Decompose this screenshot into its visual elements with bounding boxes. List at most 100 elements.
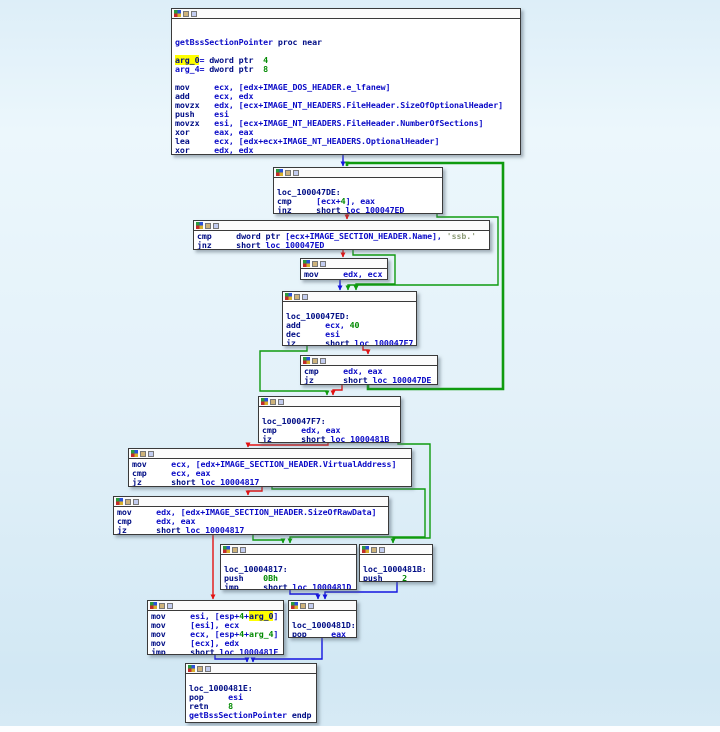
asm-line: mov [ecx], edx <box>151 638 240 648</box>
edge-b2-b5 <box>345 214 499 291</box>
node-group-icon[interactable] <box>140 450 146 457</box>
edge-b7-b11 <box>390 443 431 544</box>
node-color-palette-icon[interactable] <box>196 222 203 229</box>
node-text-view-icon[interactable] <box>320 357 326 364</box>
node-disassembly: mov edx, [edx+IMAGE_SECTION_HEADER.SizeO… <box>114 507 388 535</box>
node-titlebar[interactable] <box>148 601 283 611</box>
node-text-view-icon[interactable] <box>278 398 284 405</box>
node-color-palette-icon[interactable] <box>303 357 310 364</box>
canvas-bottom-edge <box>0 726 720 732</box>
edge-b5-b7 <box>259 346 330 396</box>
edge-b3-b5 <box>352 250 396 291</box>
node-titlebar[interactable] <box>129 449 411 459</box>
edge-b6-b7 <box>330 385 343 396</box>
asm-line <box>175 20 517 29</box>
node-color-palette-icon[interactable] <box>261 398 268 405</box>
entry-block[interactable]: getBssSectionPointer proc near arg_0= dw… <box>171 8 521 155</box>
asm-line: arg_4= dword ptr 8 <box>175 64 269 74</box>
block-sizeofrawdata[interactable]: mov edx, [edx+IMAGE_SECTION_HEADER.SizeO… <box>113 496 389 535</box>
node-text-view-icon[interactable] <box>320 260 326 267</box>
node-group-icon[interactable] <box>270 398 276 405</box>
node-text-view-icon[interactable] <box>148 450 154 457</box>
node-color-palette-icon[interactable] <box>223 546 230 553</box>
node-titlebar[interactable] <box>186 664 316 674</box>
node-group-icon[interactable] <box>205 222 211 229</box>
node-titlebar[interactable] <box>360 545 432 555</box>
edge-b12-b14 <box>214 655 250 663</box>
node-text-view-icon[interactable] <box>133 498 139 505</box>
node-text-view-icon[interactable] <box>308 602 314 609</box>
node-titlebar[interactable] <box>283 292 416 302</box>
node-color-palette-icon[interactable] <box>131 450 138 457</box>
block-virtualaddress[interactable]: mov ecx, [edx+IMAGE_SECTION_HEADER.Virtu… <box>128 448 412 487</box>
block-loc-1000481D[interactable]: loc_1000481D:pop eax <box>288 600 357 638</box>
node-group-icon[interactable] <box>312 260 318 267</box>
node-disassembly: mov edx, ecx <box>301 269 387 279</box>
asm-line: cmp [ecx+4], eax <box>277 196 375 206</box>
node-group-icon[interactable] <box>125 498 131 505</box>
node-group-icon[interactable] <box>312 357 318 364</box>
block-mov-edx-ecx[interactable]: mov edx, ecx <box>300 258 388 280</box>
node-text-view-icon[interactable] <box>302 293 308 300</box>
node-group-icon[interactable] <box>285 169 291 176</box>
node-text-view-icon[interactable] <box>379 546 385 553</box>
node-color-palette-icon[interactable] <box>303 260 310 267</box>
node-color-palette-icon[interactable] <box>285 293 292 300</box>
node-text-view-icon[interactable] <box>213 222 219 229</box>
asm-line: add ecx, 40 <box>286 320 360 330</box>
node-titlebar[interactable] <box>221 545 356 555</box>
node-color-palette-icon[interactable] <box>174 10 181 17</box>
node-group-icon[interactable] <box>197 665 203 672</box>
node-text-view-icon[interactable] <box>205 665 211 672</box>
node-group-icon[interactable] <box>232 546 238 553</box>
node-color-palette-icon[interactable] <box>362 546 369 553</box>
asm-line: mov [esi], ecx <box>151 620 240 630</box>
node-color-palette-icon[interactable] <box>116 498 123 505</box>
node-color-palette-icon[interactable] <box>291 602 298 609</box>
node-group-icon[interactable] <box>294 293 300 300</box>
asm-line: cmp edx, eax <box>262 425 341 435</box>
node-text-view-icon[interactable] <box>240 546 246 553</box>
node-text-view-icon[interactable] <box>293 169 299 176</box>
asm-line: push esi <box>175 109 229 119</box>
asm-line: xor eax, eax <box>175 127 254 137</box>
node-titlebar[interactable] <box>194 221 489 231</box>
node-disassembly: getBssSectionPointer proc near arg_0= dw… <box>172 19 520 154</box>
asm-line: loc_1000481B: <box>363 564 427 574</box>
node-disassembly: loc_1000481D:pop eax <box>289 611 356 638</box>
asm-line: cmp edx, eax <box>304 366 383 376</box>
node-titlebar[interactable] <box>114 497 388 507</box>
block-loc-1000481B[interactable]: loc_1000481B:push 2 <box>359 544 433 582</box>
node-group-icon[interactable] <box>371 546 377 553</box>
asm-line: jmp short loc_1000481D <box>224 582 352 590</box>
node-titlebar[interactable] <box>301 356 437 366</box>
node-color-palette-icon[interactable] <box>150 602 157 609</box>
asm-line: mov ecx, [esp+4+arg_4] <box>151 629 279 639</box>
node-titlebar[interactable] <box>172 9 520 19</box>
block-cmp-section-name[interactable]: cmp dword ptr [ecx+IMAGE_SECTION_HEADER.… <box>193 220 490 250</box>
node-text-view-icon[interactable] <box>191 10 197 17</box>
asm-line: loc_1000481E: <box>189 683 253 693</box>
node-titlebar[interactable] <box>289 601 356 611</box>
node-text-view-icon[interactable] <box>167 602 173 609</box>
node-titlebar[interactable] <box>301 259 387 269</box>
node-titlebar[interactable] <box>274 168 442 178</box>
asm-line: add ecx, edx <box>175 91 254 101</box>
node-color-palette-icon[interactable] <box>276 169 283 176</box>
node-group-icon[interactable] <box>159 602 165 609</box>
node-group-icon[interactable] <box>183 10 189 17</box>
node-titlebar[interactable] <box>259 397 400 407</box>
node-color-palette-icon[interactable] <box>188 665 195 672</box>
node-group-icon[interactable] <box>300 602 306 609</box>
edge-b13-b14 <box>250 638 323 663</box>
